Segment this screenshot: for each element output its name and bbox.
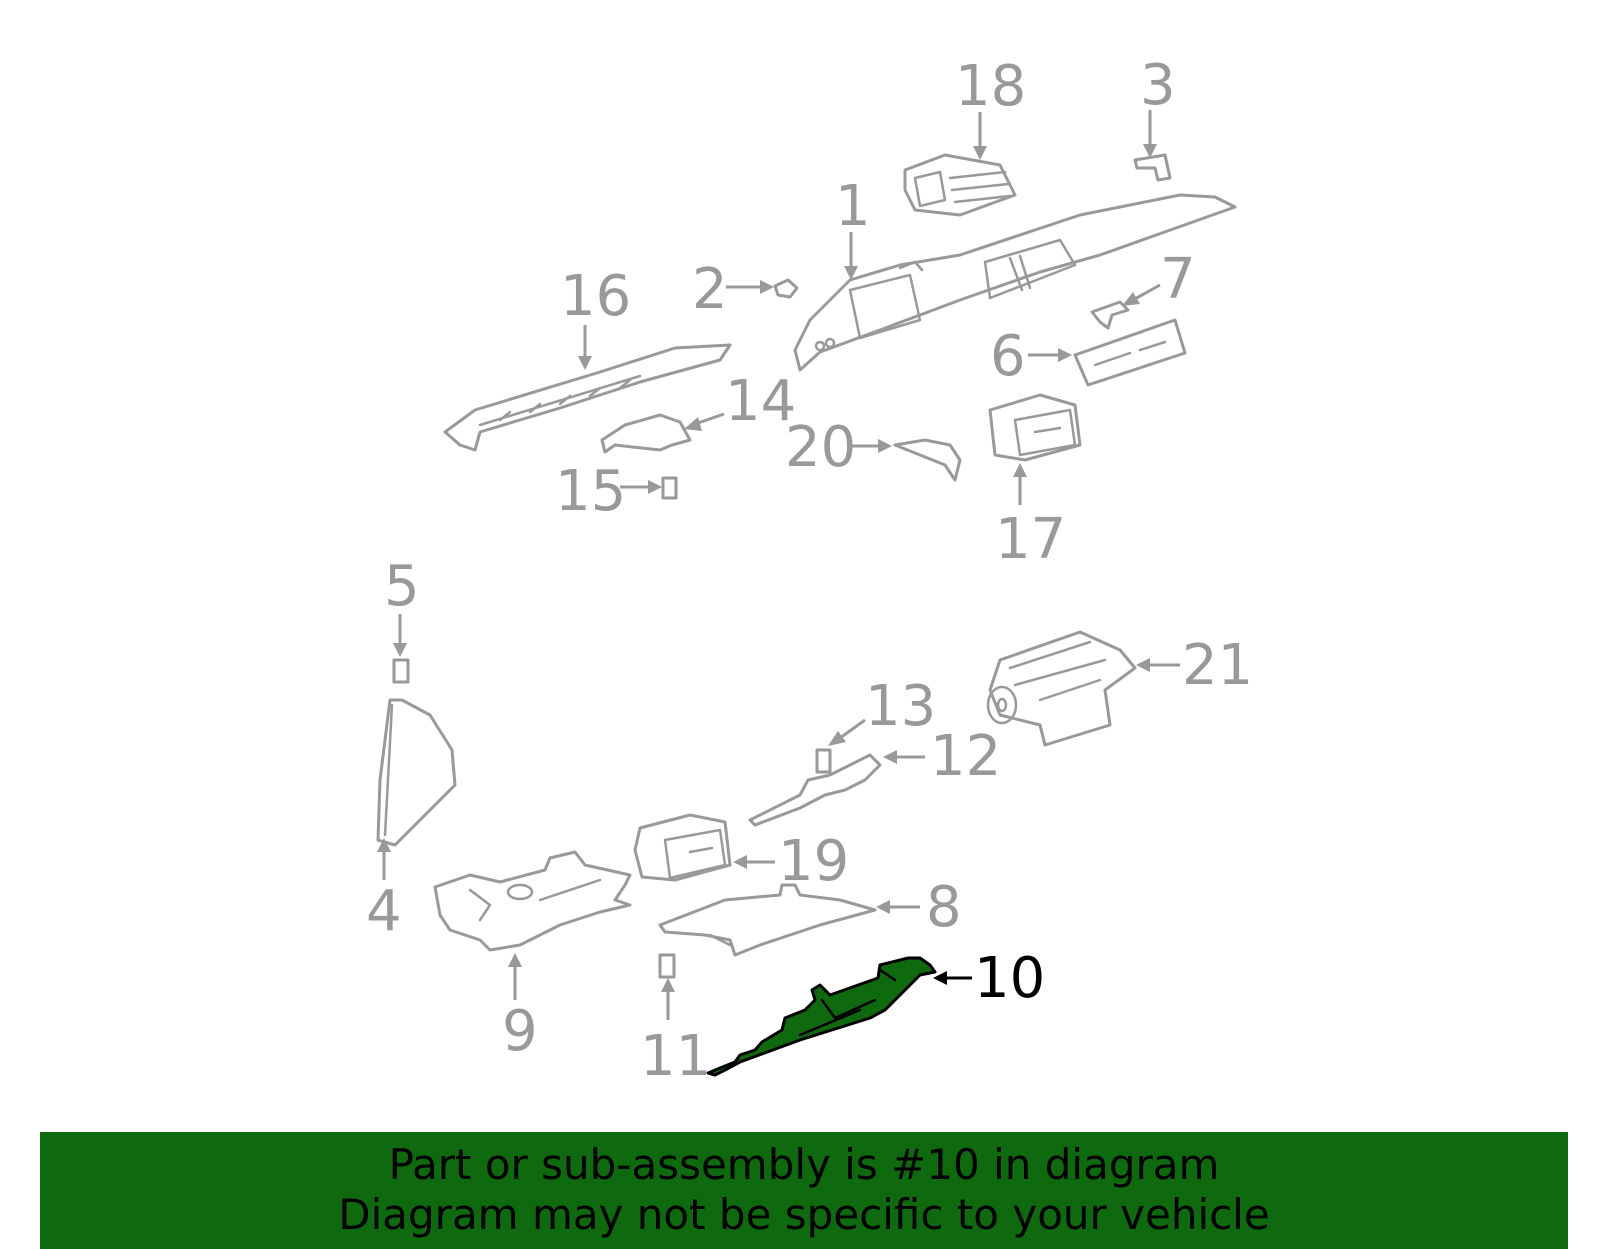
callout-5: 5 bbox=[384, 554, 420, 619]
part-16-trim-strip[interactable] bbox=[443, 343, 732, 452]
part-21-duct[interactable] bbox=[986, 630, 1137, 747]
part-17-side-vent[interactable] bbox=[988, 393, 1082, 462]
callout-21: 21 bbox=[1182, 633, 1253, 698]
part-10-lower-trim-highlighted[interactable] bbox=[706, 956, 937, 1077]
callout-16: 16 bbox=[560, 264, 631, 329]
part-12-bracket[interactable] bbox=[748, 753, 882, 827]
callout-7: 7 bbox=[1160, 247, 1196, 312]
callout-6: 6 bbox=[990, 324, 1026, 389]
part-14-cover[interactable] bbox=[600, 413, 692, 454]
part-5-clip[interactable] bbox=[392, 658, 410, 684]
callout-15: 15 bbox=[555, 459, 626, 524]
callout-4: 4 bbox=[366, 879, 402, 944]
callout-labels: 1 2 3 4 5 6 7 8 9 10 11 12 13 14 15 16 1… bbox=[366, 53, 1253, 1089]
callout-13: 13 bbox=[865, 674, 936, 739]
part-8-knee-panel[interactable] bbox=[658, 883, 877, 957]
leader-arrows bbox=[377, 110, 1180, 1020]
callout-20: 20 bbox=[785, 415, 856, 480]
callout-18: 18 bbox=[955, 54, 1026, 119]
part-11-clip[interactable] bbox=[658, 953, 676, 979]
part-3-bracket[interactable] bbox=[1133, 153, 1172, 182]
callout-1: 1 bbox=[835, 174, 871, 239]
callout-19: 19 bbox=[778, 829, 849, 894]
info-banner: Part or sub-assembly is #10 in diagram D… bbox=[40, 1132, 1568, 1249]
part-4-end-cap[interactable] bbox=[376, 698, 457, 847]
part-18-center-vent[interactable] bbox=[903, 153, 1017, 217]
part-7-bracket[interactable] bbox=[1090, 300, 1130, 330]
part-20-trim-piece[interactable] bbox=[893, 438, 962, 482]
callout-8: 8 bbox=[926, 875, 962, 940]
callout-10-highlighted: 10 bbox=[974, 946, 1045, 1011]
banner-line-1: Part or sub-assembly is #10 in diagram bbox=[388, 1140, 1220, 1189]
callout-2: 2 bbox=[692, 257, 728, 322]
callout-14: 14 bbox=[725, 369, 796, 434]
callout-11: 11 bbox=[640, 1024, 711, 1089]
part-19-side-vent[interactable] bbox=[633, 813, 732, 882]
callout-9: 9 bbox=[502, 999, 538, 1064]
part-13-clip[interactable] bbox=[815, 748, 832, 774]
part-9-lower-panel[interactable] bbox=[433, 850, 632, 952]
part-1-dashboard-panel[interactable] bbox=[793, 193, 1237, 372]
part-2-clip[interactable] bbox=[773, 278, 799, 299]
callout-17: 17 bbox=[995, 507, 1066, 572]
part-6-switch-panel[interactable] bbox=[1073, 318, 1187, 387]
callout-3: 3 bbox=[1140, 53, 1176, 118]
part-15-clip[interactable] bbox=[661, 476, 678, 500]
banner-line-2: Diagram may not be specific to your vehi… bbox=[338, 1190, 1270, 1239]
callout-12: 12 bbox=[930, 724, 1001, 789]
